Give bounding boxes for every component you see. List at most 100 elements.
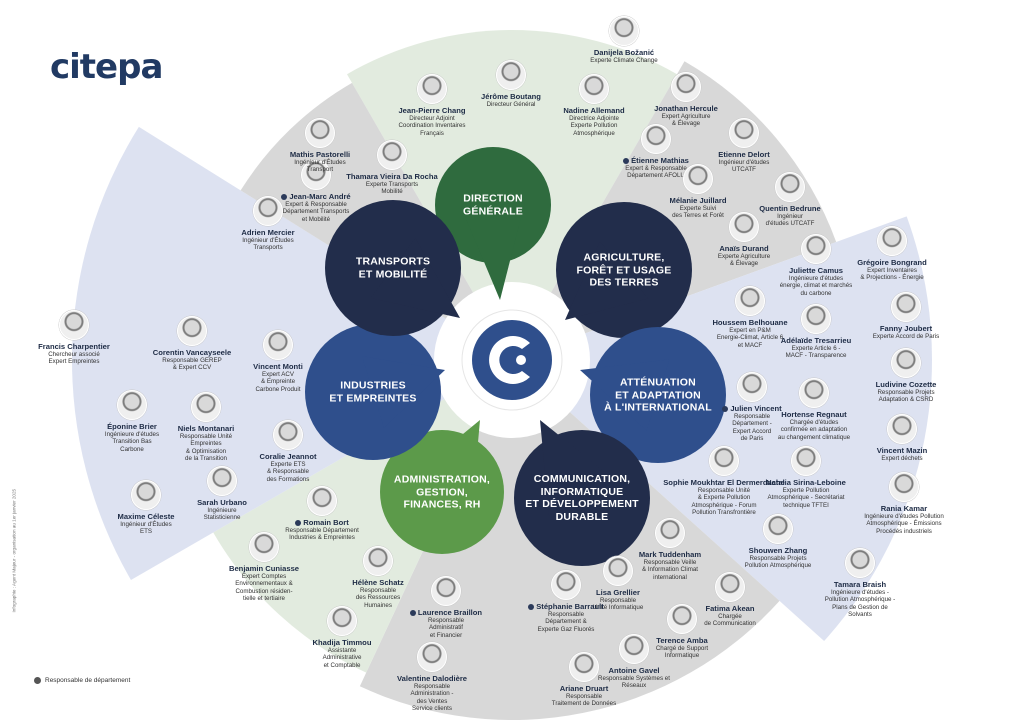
- staff-name-line: Sophie Moukhtar El Dermerdache: [661, 478, 787, 487]
- staff-name: Jean-Pierre Chang: [398, 106, 466, 115]
- staff-name-line: Thamara Vieira Da Rocha: [329, 172, 455, 181]
- staff-name: Romain Bort: [303, 518, 349, 527]
- staff-photo: [791, 446, 821, 476]
- staff-photo: [877, 226, 907, 256]
- staff-name: Coralie Jeannot: [259, 452, 317, 461]
- center-hub: [461, 309, 563, 411]
- staff-photo: [59, 310, 89, 340]
- staff-role: Ingénieure d'études énergie, climat et m…: [779, 275, 853, 297]
- staff-name: Jonathan Hercule: [654, 104, 718, 113]
- staff-photo: [729, 118, 759, 148]
- citepa-c-icon: [489, 336, 530, 385]
- staff-photo: [273, 420, 303, 450]
- staff-name: Lisa Grellier: [596, 588, 640, 597]
- staff-name: Sophie Moukhtar El Dermerdache: [663, 478, 785, 487]
- staff-role: Expert en P&M Energie-Climat, Article 6 …: [716, 327, 784, 349]
- staff-name-line: Valentine Dalodière: [369, 674, 495, 683]
- head-marker-dot: [34, 677, 41, 684]
- staff-photo: [603, 556, 633, 586]
- staff-role: Responsable Unité & Experte Pollution At…: [691, 487, 757, 516]
- staff-role: Responsable Traitement de Données: [551, 693, 617, 708]
- head-marker-dot: [409, 610, 416, 616]
- staff-photo: [891, 348, 921, 378]
- staff-name-line: Hortense Regnaut: [751, 410, 877, 419]
- department-label-industries: INDUSTRIES ET EMPREINTES: [329, 379, 417, 405]
- staff-name-line: Hélène Schatz: [315, 578, 441, 587]
- staff-name: Corentin Vancayseele: [152, 348, 232, 357]
- staff-name-line: Niels Montanari: [143, 424, 269, 433]
- staff-role: Expert & Responsable Département Transpo…: [282, 201, 350, 223]
- staff-name-line: Antoine Gavel: [571, 666, 697, 675]
- staff-name-line: Vincent Mazin: [839, 446, 965, 455]
- staff-name: Maxime Céleste: [117, 512, 175, 521]
- staff-name: Mathis Pastorelli: [289, 150, 351, 159]
- staff-photo: [496, 60, 526, 90]
- staff-name: Francis Charpentier: [38, 342, 110, 351]
- staff-role: Experte Pollution Atmosphérique - Secrét…: [767, 487, 845, 509]
- staff-role: Directrice Adjointe Experte Pollution At…: [569, 115, 619, 137]
- staff-photo: [263, 330, 293, 360]
- petal-tail-direction: [461, 202, 525, 300]
- staff-photo: [551, 570, 581, 600]
- staff-photo: [735, 286, 765, 316]
- staff-name: Jérôme Boutang: [481, 92, 541, 101]
- staff-name: Laurence Braillon: [417, 608, 483, 617]
- citepa-logo: citepa: [50, 48, 163, 86]
- staff-role: Ingénieur d'Études ETS: [120, 521, 172, 536]
- staff-role: Responsable Département Industries & Emp…: [285, 527, 359, 542]
- staff-name-line: Stéphanie Barrault: [503, 602, 629, 611]
- staff-name-line: Vincent Monti: [215, 362, 341, 371]
- department-label-transports: TRANSPORTS ET MOBILITÉ: [355, 255, 431, 281]
- head-marker-dot: [295, 520, 302, 526]
- staff-name: Ludivine Cozette: [875, 380, 937, 389]
- credit-text: Infographie : Agent Majeur - organisatio…: [11, 488, 17, 613]
- staff-role: Directeur Adjoint Coordination Inventair…: [398, 115, 466, 137]
- staff-photo: [609, 16, 639, 46]
- staff-name-line: Grégoire Bongrand: [829, 258, 955, 267]
- staff-name: Adrien Mercier: [241, 228, 295, 237]
- staff-name: Terence Amba: [656, 636, 708, 645]
- staff-role: Expert ACV & Empreinte Carbone Produit: [255, 371, 301, 393]
- staff-photo: [671, 72, 701, 102]
- staff-role: Responsable des Ressources Humaines: [355, 587, 401, 609]
- staff-name: Danijela Božanić: [593, 48, 655, 57]
- staff-name-line: Maxime Céleste: [83, 512, 209, 521]
- staff-photo: [249, 532, 279, 562]
- staff-photo: [889, 472, 919, 502]
- staff-role: Directeur Général: [486, 101, 536, 108]
- head-marker-dot: [528, 604, 535, 610]
- staff-name: Sarah Urbano: [197, 498, 247, 507]
- staff-name-line: Khadija Timmou: [279, 638, 405, 647]
- staff-name: Fanny Joubert: [879, 324, 933, 333]
- staff-role: Responsable Département & Experte Gaz Fl…: [537, 611, 595, 633]
- staff-name-line: Adélaïde Tresarrieu: [753, 336, 879, 345]
- staff-role: Chargée de Communication: [704, 613, 756, 628]
- staff-name: Tamara Braish: [833, 580, 887, 589]
- staff-name: Stéphanie Barrault: [536, 602, 604, 611]
- staff-role: Ingénieur d'Études Transport: [294, 159, 346, 174]
- staff-name-line: Julien Vincent: [689, 404, 815, 413]
- staff-photo: [377, 140, 407, 170]
- petal-tail-administration: [411, 420, 480, 508]
- staff-photo: [801, 234, 831, 264]
- sector-band-5: [72, 126, 513, 581]
- staff-name-line: Francis Charpentier: [11, 342, 137, 351]
- staff-photo: [799, 378, 829, 408]
- staff-name: Adélaïde Tresarrieu: [780, 336, 852, 345]
- staff-role: Responsable Département - Expert Accord …: [732, 413, 772, 442]
- staff-name: Nadine Allemand: [563, 106, 625, 115]
- staff-photo: [715, 572, 745, 602]
